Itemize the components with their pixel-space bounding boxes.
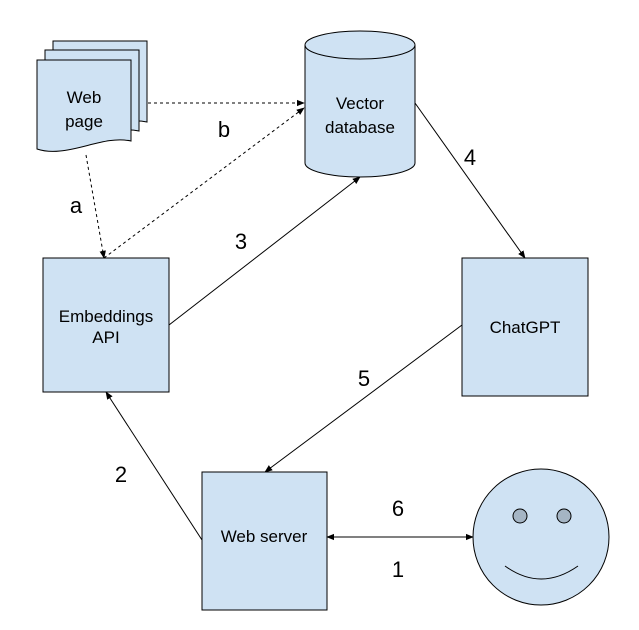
- edge-3-arrow: [168, 176, 361, 326]
- edge-label-4: 4: [464, 145, 476, 170]
- edge-label-3: 3: [235, 229, 247, 254]
- chatgpt-label: ChatGPT: [490, 318, 561, 337]
- document-front-sheet: [36, 59, 132, 152]
- vector-database-node: Vector database: [304, 30, 416, 178]
- web-server-label: Web server: [221, 527, 308, 546]
- smiley-face-icon: [472, 468, 610, 606]
- chatgpt-node: ChatGPT: [461, 257, 589, 397]
- chatgpt-box: [461, 257, 589, 397]
- edge-a-arrow: [85, 154, 106, 259]
- cylinder-top: [304, 30, 416, 60]
- edge-5-arrow: [264, 324, 463, 473]
- web-page-node: Web page: [36, 40, 148, 152]
- web-server-box: [201, 471, 328, 611]
- web-page-label-line2: page: [65, 112, 103, 131]
- edge-4-arrow: [414, 102, 526, 259]
- edge-label-1: 1: [392, 557, 404, 582]
- embeddings-api-box: [42, 257, 170, 393]
- web-server-node: Web server: [201, 471, 328, 611]
- vector-database-label-line2: database: [325, 118, 395, 137]
- left-eye: [512, 508, 528, 524]
- face-circle: [472, 468, 610, 606]
- edge-label-a: a: [70, 193, 83, 218]
- edge-2-arrow: [105, 391, 203, 541]
- embeddings-api-label-line1: Embeddings: [59, 307, 154, 326]
- web-page-label-line1: Web: [67, 88, 102, 107]
- edge-label-6: 6: [392, 496, 404, 521]
- vector-database-label-line1: Vector: [336, 94, 385, 113]
- right-eye: [556, 508, 572, 524]
- embeddings-api-node: Embeddings API: [42, 257, 170, 393]
- smile-mouth: [504, 565, 579, 580]
- edge-label-5: 5: [358, 366, 370, 391]
- embeddings-api-label-line2: API: [92, 328, 119, 347]
- edge-label-2: 2: [115, 462, 127, 487]
- edge-label-b: b: [218, 117, 230, 142]
